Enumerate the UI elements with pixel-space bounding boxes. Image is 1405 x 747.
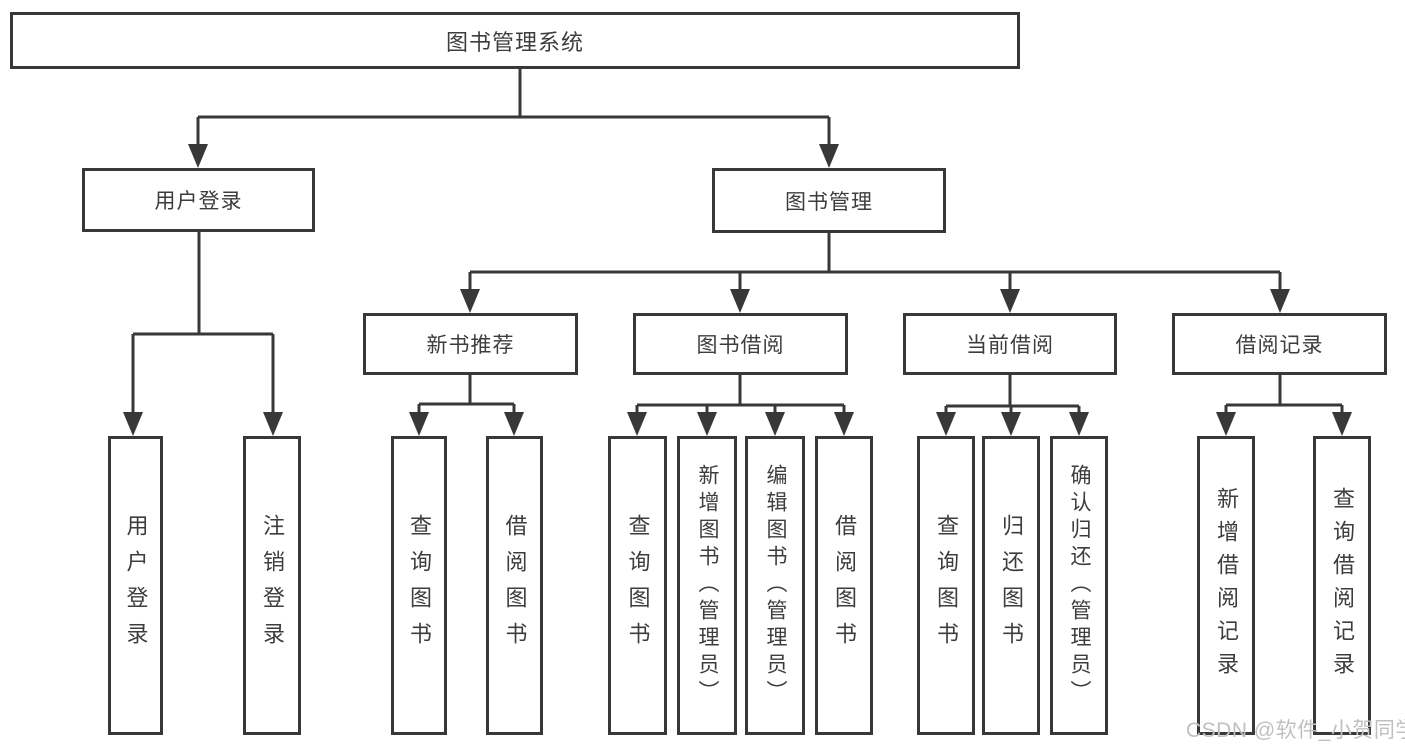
leaf-query-books-borrow: 查询图书 xyxy=(608,436,667,735)
leaf-query-books-recommend: 查询图书 xyxy=(391,436,447,735)
leaf-return-books: 归还图书 xyxy=(982,436,1040,735)
leaf-add-borrow-record: 新增借阅记录 xyxy=(1197,436,1255,735)
node-new-book-recommendation: 新书推荐 xyxy=(363,313,578,375)
node-user-login: 用户登录 xyxy=(82,168,315,232)
tree-edges xyxy=(131,69,1344,414)
leaf-logout: 注销登录 xyxy=(243,436,301,735)
node-book-borrowing: 图书借阅 xyxy=(633,313,848,375)
leaf-add-books-admin: 新增图书（管理员） xyxy=(677,436,737,735)
node-library-management-system: 图书管理系统 xyxy=(10,12,1020,69)
arrowheads xyxy=(123,144,1352,436)
leaf-edit-books-admin: 编辑图书（管理员） xyxy=(745,436,805,735)
node-borrowing-records: 借阅记录 xyxy=(1172,313,1387,375)
leaf-borrow-books-recommend: 借阅图书 xyxy=(486,436,543,735)
leaf-query-books-current: 查询图书 xyxy=(917,436,975,735)
leaf-user-login: 用户登录 xyxy=(108,436,163,735)
node-current-borrowing: 当前借阅 xyxy=(903,313,1117,375)
leaf-confirm-return-admin: 确认归还（管理员） xyxy=(1050,436,1108,735)
leaf-query-borrow-record: 查询借阅记录 xyxy=(1313,436,1371,735)
csdn-watermark: CSDN @软件_小贺同学 xyxy=(1186,719,1405,742)
node-book-management: 图书管理 xyxy=(712,168,946,233)
leaf-borrow-books: 借阅图书 xyxy=(815,436,873,735)
